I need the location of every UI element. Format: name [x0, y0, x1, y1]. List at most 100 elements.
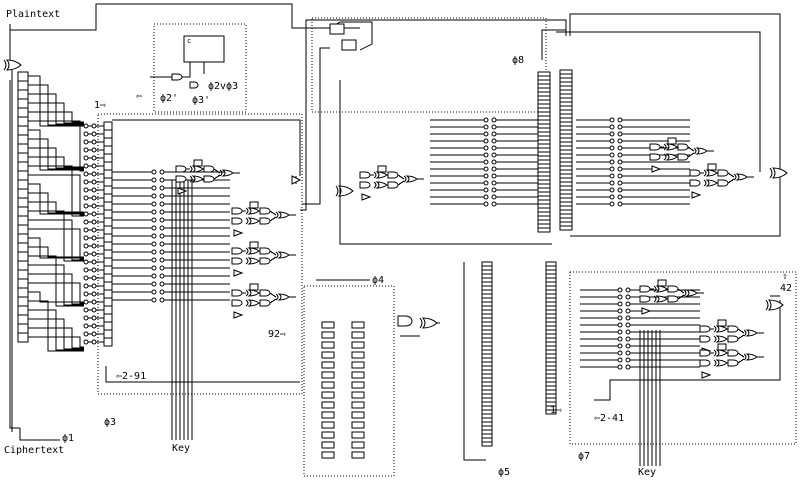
input-dot: [91, 267, 97, 273]
register-cell: [537, 135, 551, 141]
wire: [28, 192, 84, 214]
wire: [687, 146, 695, 152]
key-left-label: Key: [172, 443, 191, 454]
wire: [9, 80, 20, 429]
register-cell: [481, 321, 493, 327]
input-dot: [91, 187, 97, 193]
middle-register-cell: [321, 381, 335, 389]
xor-gate-arc: [713, 335, 717, 343]
and-gate: [171, 73, 183, 81]
and-gate: [231, 299, 243, 307]
phi8-label: ϕ8: [512, 55, 525, 66]
input-dot: [617, 117, 623, 123]
and-gate: [639, 285, 651, 293]
input-dot: [617, 336, 623, 342]
wire: [737, 358, 745, 364]
input-dot: [609, 159, 615, 165]
input-dot: [91, 227, 97, 233]
xor-gate-arc: [245, 217, 249, 225]
register-cell: [559, 165, 573, 171]
register-cell: [545, 389, 557, 395]
xor-gate-arc: [713, 359, 717, 367]
and-gate: [231, 289, 243, 297]
register-cell: [537, 183, 551, 189]
input-dot: [609, 124, 615, 130]
ciphertext-register-cell: [17, 98, 29, 109]
input-dot: [91, 275, 97, 281]
input-dot: [91, 339, 97, 345]
register-cell: [559, 193, 573, 199]
input-dot: [91, 123, 97, 129]
register-cell: [559, 161, 573, 167]
register-cell: [481, 281, 493, 287]
input-dot: [159, 177, 165, 183]
and-gate: [699, 349, 711, 357]
xor-gate: [5, 59, 22, 71]
register-cell: [537, 215, 551, 221]
register-cell: [537, 111, 551, 117]
input-dot: [83, 155, 89, 161]
ciphertext-register-cell: [17, 197, 29, 208]
input-dot: [491, 166, 497, 172]
input-dot: [617, 350, 623, 356]
ciphertext-register-cell: [17, 125, 29, 136]
register-cell: [559, 117, 573, 123]
to-2-91-label: ⇦2-91: [116, 371, 147, 382]
wire: [28, 84, 84, 126]
middle-register-cell: [351, 341, 365, 349]
register-cell: [481, 409, 493, 415]
register-cell: [545, 261, 557, 267]
selector-register-cell: [103, 289, 113, 299]
shift-registers: [17, 69, 573, 459]
selector-register-cell: [103, 241, 113, 251]
input-dot: [91, 243, 97, 249]
buffer-gate: [651, 165, 662, 173]
input-dot: [151, 201, 157, 207]
middle-register-cell: [351, 321, 365, 329]
input-dot: [151, 233, 157, 239]
arrow-up-label: ⇧: [782, 271, 789, 282]
xor-gate: [247, 247, 260, 255]
register-cell: [545, 265, 557, 271]
register-cell: [537, 195, 551, 201]
input-dot: [159, 169, 165, 175]
middle-register-cell: [351, 431, 365, 439]
register-cell: [537, 171, 551, 177]
wire: [19, 428, 60, 441]
latch-box: [717, 343, 727, 351]
middle-register-cell: [351, 401, 365, 409]
register-cell: [481, 325, 493, 331]
register-cell: [481, 353, 493, 359]
and-gate: [259, 247, 271, 255]
input-dot: [91, 163, 97, 169]
xor-gate-arc: [693, 147, 697, 155]
input-dot: [91, 331, 97, 337]
register-cell: [545, 317, 557, 323]
wire: [569, 13, 781, 237]
register-cell: [545, 273, 557, 279]
ciphertext-register-cell: [17, 251, 29, 262]
xor-gate: [277, 251, 290, 259]
and-gate: [387, 171, 399, 179]
input-dot: [609, 145, 615, 151]
wire: [28, 228, 84, 260]
register-cell: [481, 373, 493, 379]
register-cell: [481, 289, 493, 295]
selector-register-cell: [103, 201, 113, 211]
register-cell: [559, 169, 573, 175]
input-dot: [91, 291, 97, 297]
selector-register-cell: [103, 257, 113, 267]
wire: [28, 120, 84, 172]
input-dot: [625, 343, 631, 349]
input-dot: [617, 180, 623, 186]
ciphertext-register-cell: [17, 215, 29, 226]
input-dot: [491, 131, 497, 137]
input-dot: [483, 159, 489, 165]
register-cell: [537, 163, 551, 169]
register-cell: [537, 207, 551, 213]
xor-gate-arc: [219, 169, 223, 177]
middle-register-cell: [321, 411, 335, 419]
selector-register-cell: [103, 337, 113, 347]
register-cell: [537, 159, 551, 165]
selector-register-cell: [103, 129, 113, 139]
